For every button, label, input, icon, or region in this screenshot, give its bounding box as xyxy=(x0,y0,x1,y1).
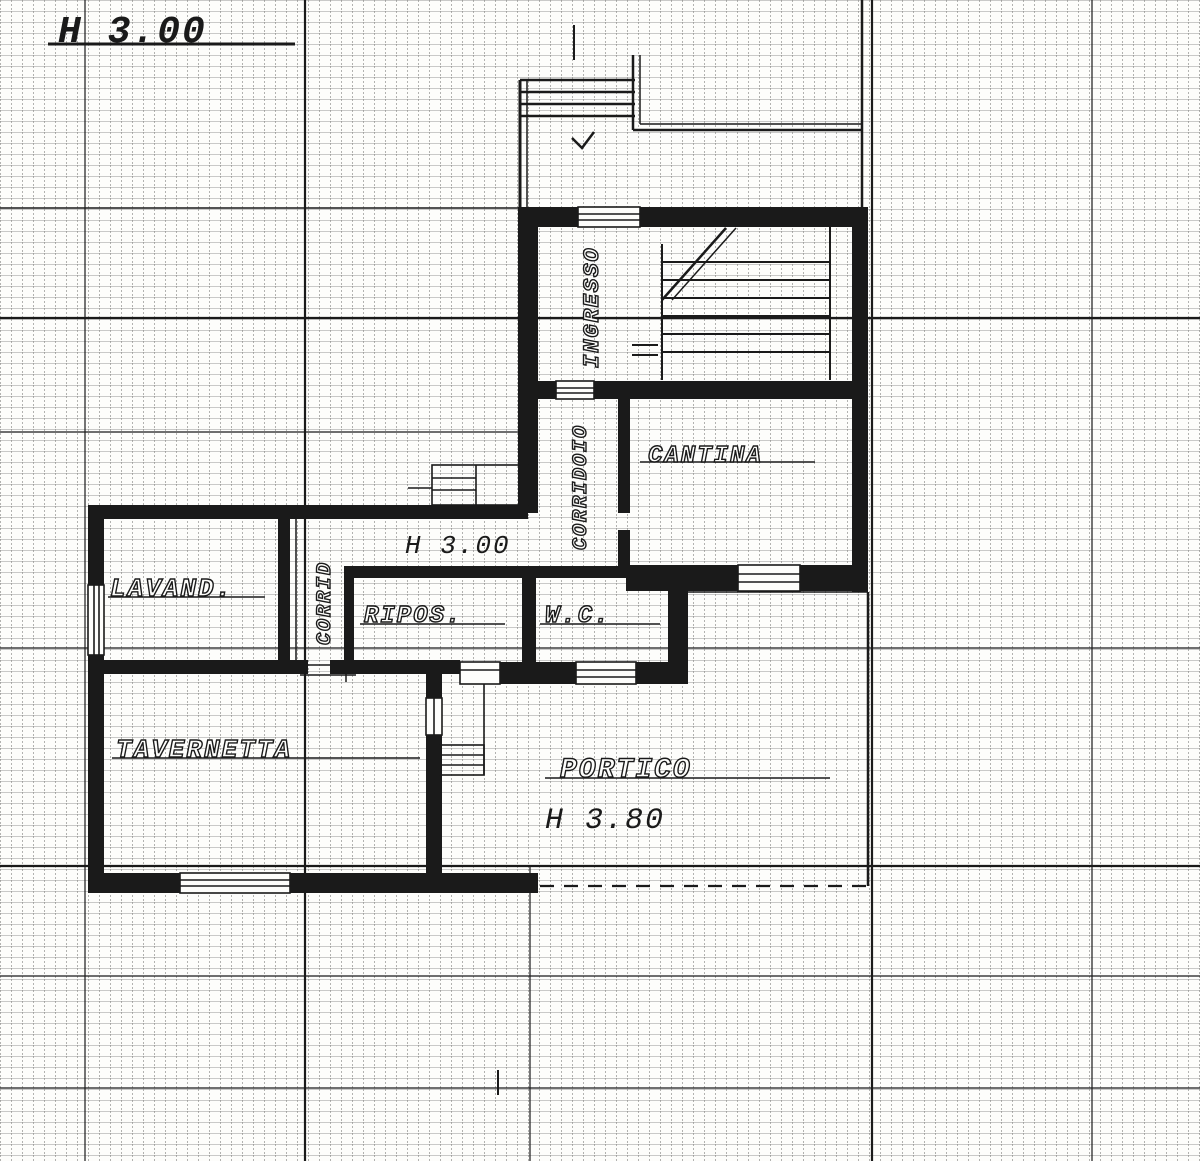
height-label-portico: H 3.80 xyxy=(545,804,665,838)
room-label-ingresso: INGRESSO xyxy=(580,246,605,368)
walls xyxy=(88,207,868,893)
interior-stair xyxy=(632,226,831,380)
corrid-partitions xyxy=(295,515,356,682)
entrance-stair xyxy=(518,0,864,212)
room-label-corridoio: CORRIDOIO xyxy=(570,424,593,550)
misc-marks xyxy=(497,25,575,1095)
room-label-corrid: CORRID xyxy=(314,561,337,645)
height-label-top: H 3.00 xyxy=(58,11,207,54)
window-openings xyxy=(87,206,801,894)
height-label-center: H 3.00 xyxy=(405,531,511,561)
room-label-ripos: RIPOS. xyxy=(364,603,462,630)
label-underlines xyxy=(108,461,830,779)
room-label-lavand: LAVAND. xyxy=(110,574,233,604)
room-label-wc: W.C. xyxy=(545,603,611,630)
room-label-tavernetta: TAVERNETTA xyxy=(116,735,292,765)
portico-boundary xyxy=(540,591,872,888)
room-label-cantina: CANTINA xyxy=(648,443,763,470)
side-steps xyxy=(408,464,529,776)
room-label-portico: PORTICO xyxy=(560,755,692,786)
